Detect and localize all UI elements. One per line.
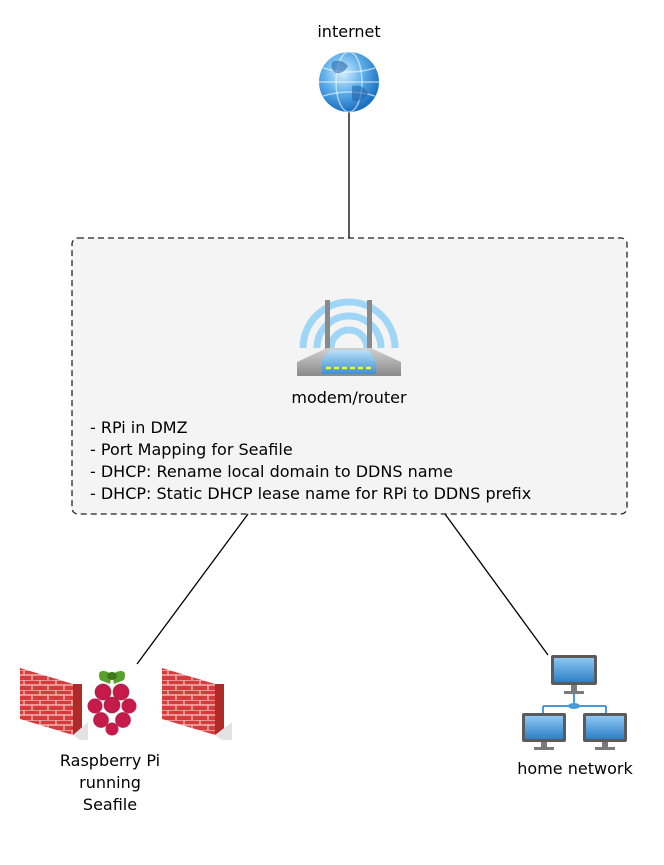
router-notes: - RPi in DMZ - Port Mapping for Seafile … (90, 417, 531, 505)
edge-router-home (444, 513, 549, 656)
rpi-label: Raspberry Pi running Seafile (40, 750, 180, 816)
firewall-left-icon (20, 668, 88, 740)
rpi-label-line: running (79, 773, 141, 792)
home-network-label: home network (517, 759, 633, 778)
router-note: - DHCP: Rename local domain to DDNS name (90, 462, 453, 481)
internet-label: internet (317, 22, 381, 41)
router-note: - RPi in DMZ (90, 418, 188, 437)
router-note: - DHCP: Static DHCP lease name for RPi t… (90, 484, 532, 503)
router-label: modem/router (291, 388, 407, 407)
router-note: - Port Mapping for Seafile (90, 440, 293, 459)
rpi-label-line: Seafile (82, 795, 138, 814)
rpi-label-line: Raspberry Pi (59, 751, 161, 770)
raspberry-pi-icon (87, 671, 137, 736)
globe-icon (319, 51, 379, 113)
firewall-right-icon (162, 668, 232, 740)
network-computers-icon (522, 655, 627, 750)
wifi-router-icon (297, 298, 401, 376)
edge-router-rpi (136, 513, 249, 665)
